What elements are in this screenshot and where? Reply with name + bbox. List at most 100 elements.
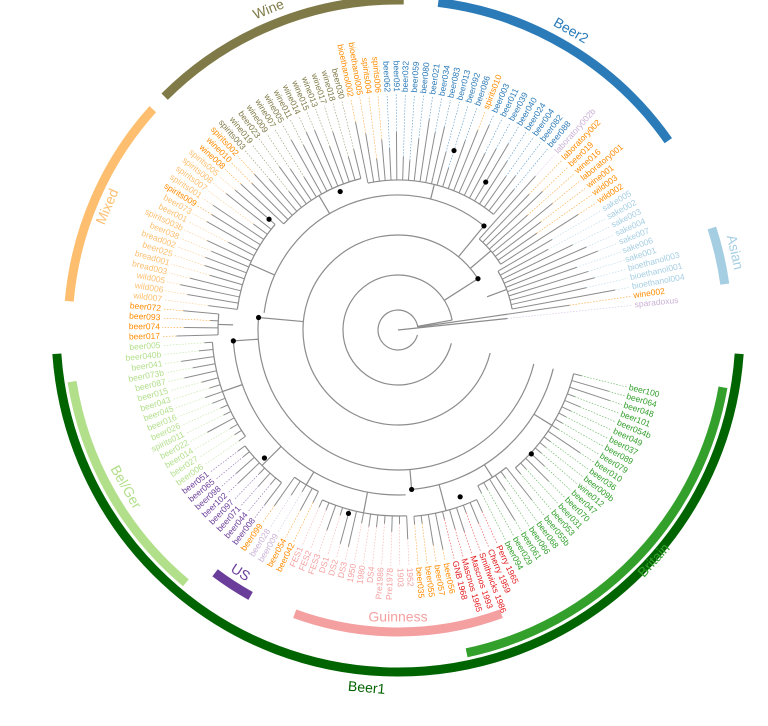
leaf-branch — [204, 265, 245, 280]
leaf-guide — [381, 523, 385, 566]
leaf-branch — [325, 502, 330, 511]
leaf-guide — [194, 428, 231, 450]
leaf-guide — [247, 484, 271, 513]
leaf-guide — [372, 527, 377, 565]
clade-label-beer1: Beer1 — [347, 678, 386, 697]
leaf-branch — [238, 435, 246, 442]
leaf-guide — [418, 95, 424, 139]
leaf-branch — [251, 183, 289, 220]
leaf-branch — [493, 189, 515, 215]
support-dot — [261, 455, 268, 461]
clade-arc-asian — [707, 226, 730, 285]
leaf-guide — [615, 286, 631, 291]
leaf-guide — [199, 434, 235, 458]
leaf-branch — [301, 484, 307, 492]
leaf-branch — [420, 515, 423, 524]
leaf-branch — [198, 348, 214, 352]
leaf-guide — [478, 522, 490, 548]
leaf-guide — [597, 243, 618, 252]
clade-stem — [249, 263, 275, 276]
leaf-branch — [419, 119, 430, 182]
leaf-guide — [594, 269, 627, 279]
leaf-guide — [403, 94, 406, 157]
leaf-branch — [492, 203, 553, 254]
leaf-branch — [511, 289, 616, 310]
leaf-guide — [552, 180, 581, 204]
support-dot — [475, 276, 481, 282]
leaf-branch — [442, 167, 450, 187]
clade-stem — [533, 413, 553, 426]
leaf-guide — [442, 549, 446, 562]
leaf-guide — [428, 96, 433, 120]
leaf-guide — [162, 308, 184, 312]
leaf-branch — [205, 391, 223, 399]
leaf-label: beer021 — [427, 63, 442, 96]
clade-arc-wine — [161, 0, 404, 100]
leaf-branch — [482, 194, 530, 243]
leaf-branch — [389, 148, 392, 181]
leaf-branch — [207, 417, 235, 433]
leaf-branch — [201, 377, 219, 383]
leaf-guide — [168, 272, 190, 279]
leaf-guide — [558, 429, 599, 455]
leaf-branch — [240, 183, 285, 225]
leaf-guide — [535, 153, 556, 177]
leaf-branch — [430, 126, 445, 184]
leaf-branch — [483, 482, 489, 490]
leaf-guide — [454, 529, 464, 557]
leaf-branch — [569, 386, 610, 402]
leaf-branch — [509, 277, 595, 301]
leaf-branch — [478, 175, 536, 240]
leaf-guide — [414, 524, 419, 566]
leaf-branch — [488, 175, 516, 212]
leaf-guide — [579, 406, 616, 423]
leaf-guide — [212, 183, 227, 194]
leaf-branch — [413, 138, 420, 181]
leaf-branch — [489, 478, 516, 521]
leaf-guide — [505, 477, 537, 522]
leaf-branch — [502, 244, 573, 280]
clade-stem — [438, 484, 447, 511]
leaf-label: DS1 — [317, 555, 332, 574]
leaf-guide — [266, 133, 291, 170]
leaf-label: spirits004 — [360, 57, 374, 95]
leaf-branch — [269, 179, 298, 212]
leaf-branch — [376, 158, 380, 182]
leaf-guide — [269, 494, 292, 529]
leaf-branch — [463, 153, 486, 196]
leaf-branch — [347, 156, 356, 181]
leaf-guide — [515, 142, 542, 177]
leaf-branch — [258, 472, 271, 487]
leaf-guide — [368, 95, 377, 159]
leaf-branch — [558, 412, 567, 418]
leaf-branch — [353, 149, 362, 179]
leaf-guide-lines — [162, 94, 633, 566]
leaf-branch — [181, 356, 214, 362]
leaf-guide — [336, 543, 341, 558]
leaf-guide — [277, 491, 303, 534]
leaf-branch — [477, 485, 482, 494]
leaf-guide — [608, 391, 625, 397]
leaf-guide — [197, 205, 212, 215]
leaf-guide — [285, 510, 301, 538]
leaf-branch — [456, 507, 465, 532]
leaf-branch — [312, 491, 319, 503]
leaf-guide — [488, 114, 495, 126]
backbone-arc — [377, 309, 419, 351]
leaf-branch — [505, 467, 533, 501]
leaf-guide — [345, 546, 349, 561]
leaf-label: beer074 — [129, 321, 161, 331]
clade-arc-beer1 — [52, 353, 744, 677]
support-dot — [255, 314, 262, 321]
outgroup-branch — [397, 317, 508, 331]
leaf-label: 1980 — [355, 564, 368, 584]
leaf-guide — [341, 100, 355, 150]
leaf-branch — [515, 467, 521, 475]
leaf-guide — [169, 381, 202, 391]
leaf-guide — [562, 422, 604, 447]
leaf-branch — [368, 513, 372, 527]
leaf-label: beer062 — [381, 61, 392, 93]
leaf-branch — [376, 514, 379, 528]
support-dot — [345, 510, 352, 517]
